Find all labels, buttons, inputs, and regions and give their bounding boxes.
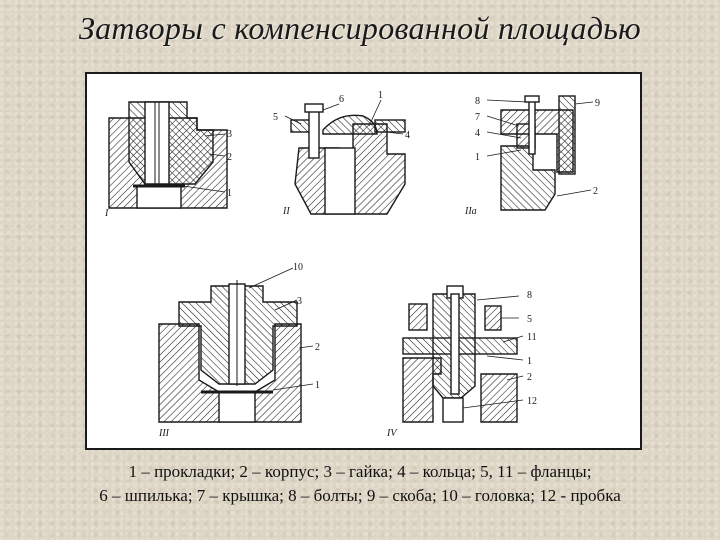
fig-IIa-label-4: 4	[475, 128, 480, 139]
fig-II-label-1: 1	[378, 90, 383, 101]
fig-IV-label-11: 11	[527, 332, 537, 343]
fig-II-label-6: 6	[339, 94, 344, 105]
fig-III-numeral: III	[158, 428, 170, 439]
seal-drawings: 3 2 1 I 5 6 1 4 II	[104, 90, 600, 439]
fig-IIa-label-8: 8	[475, 96, 480, 107]
fig-IV-label-1: 1	[527, 356, 532, 367]
figure-III	[158, 280, 302, 423]
figure-IIa	[500, 95, 576, 211]
fig-IV-label-2: 2	[527, 372, 532, 383]
fig-IIa-label-7: 7	[475, 112, 480, 123]
caption-line-2: 6 – шпилька; 7 – крышка; 8 – болты; 9 – …	[99, 486, 621, 505]
fig-III-label-10: 10	[293, 262, 303, 273]
figure-I-labels: 3 2 1 I	[104, 129, 232, 219]
fig-IIa-label-9: 9	[595, 98, 600, 109]
figure-III-labels: 10 3 2 1 III	[158, 262, 320, 439]
fig-III-label-3: 3	[297, 296, 302, 307]
figure-II-labels: 5 6 1 4 II	[273, 90, 410, 217]
fig-IIa-label-1: 1	[475, 152, 480, 163]
figure-I	[108, 101, 228, 209]
caption-line-1: 1 – прокладки; 2 – корпус; 3 – гайка; 4 …	[128, 462, 592, 481]
figure-IV-labels: 8 5 11 1 2 12 IV	[386, 290, 537, 439]
fig-IV-numeral: IV	[386, 428, 398, 439]
fig-III-label-2: 2	[315, 342, 320, 353]
slide-title: Затворы с компенсированной площадью	[78, 10, 642, 46]
fig-I-label-1: 1	[227, 188, 232, 199]
fig-IV-label-5: 5	[527, 314, 532, 325]
fig-I-numeral: I	[104, 208, 109, 219]
figure-IV	[402, 285, 518, 423]
fig-IIa-numeral: IIa	[464, 206, 477, 217]
fig-IIa-label-2: 2	[593, 186, 598, 197]
figure-IIa-labels: 8 7 4 1 9 2 IIa	[464, 96, 600, 217]
fig-II-label-5: 5	[273, 112, 278, 123]
fig-IV-label-12: 12	[527, 396, 537, 407]
figure-II	[290, 103, 406, 215]
drawing-panel: 3 2 1 I 5 6 1 4 II	[85, 72, 642, 450]
fig-III-label-1: 1	[315, 380, 320, 391]
fig-II-label-4: 4	[405, 130, 410, 141]
fig-I-label-3: 3	[227, 129, 232, 140]
fig-II-numeral: II	[282, 206, 290, 217]
fig-I-label-2: 2	[227, 152, 232, 163]
fig-IV-label-8: 8	[527, 290, 532, 301]
